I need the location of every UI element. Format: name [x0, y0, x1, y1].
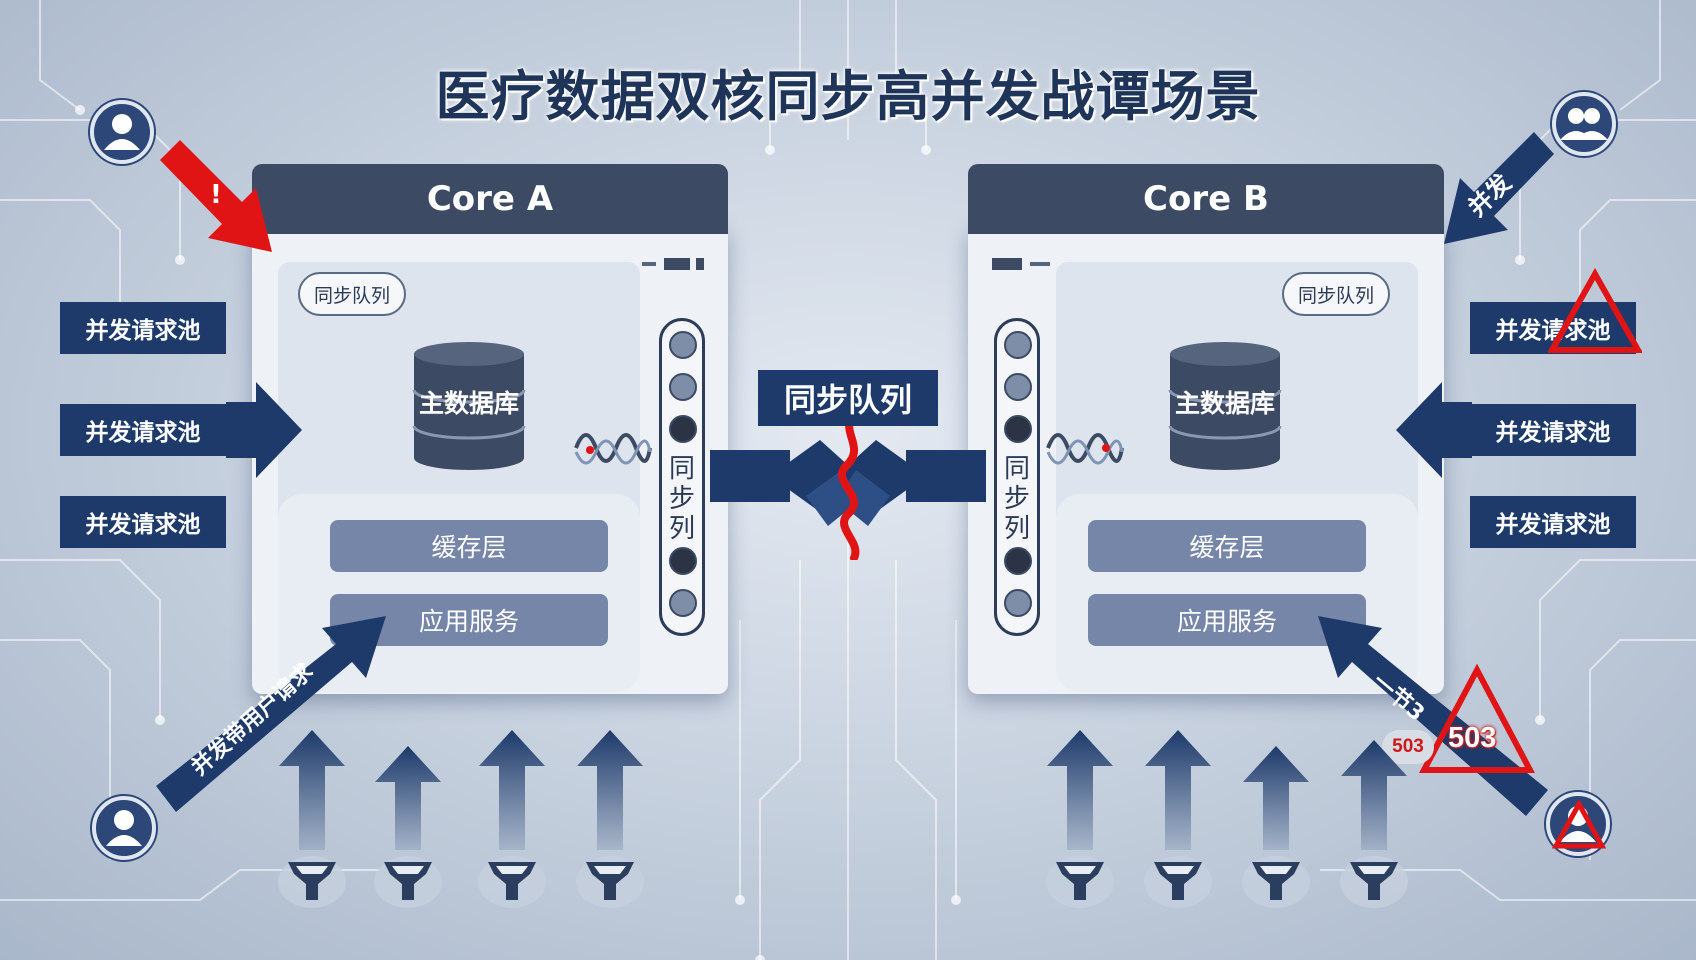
signal-wave-icon: [1046, 433, 1124, 465]
core-b-header: Core B: [968, 164, 1444, 234]
funnel-icon: [1242, 856, 1310, 908]
funnel-icon: [1340, 856, 1408, 908]
upward-request-arrow: [1341, 740, 1407, 850]
queue-slot: [1004, 547, 1032, 575]
upward-request-arrow: [1145, 730, 1211, 850]
right-pool-2: 并发请求池: [1470, 404, 1636, 456]
funnel-icon: [278, 856, 346, 908]
funnel-icon: [478, 856, 546, 908]
alert-mark: !: [210, 180, 222, 210]
core-b-queue-badge: 同步队列: [1282, 272, 1391, 316]
funnel-icon: [1144, 856, 1212, 908]
core-b-cache-layer: 缓存层: [1088, 520, 1366, 572]
funnel-icon: [374, 856, 442, 908]
right-pool-3: 并发请求池: [1470, 496, 1636, 548]
incoming-arrow-bottom-right: [1318, 616, 1548, 816]
left-pool-3: 并发请求池: [60, 496, 226, 548]
queue-slot: [669, 547, 697, 575]
user-avatar-bottom-left: [92, 796, 156, 860]
warning-triangle-icon: [1552, 800, 1606, 849]
core-b-database-label: 主数据库: [1174, 389, 1275, 418]
page-title: 医疗数据双核同步高并发战谭场景: [435, 65, 1261, 128]
queue-slot: [1004, 331, 1032, 359]
user-avatar-top-right: [1552, 92, 1616, 156]
upward-request-arrow: [577, 730, 643, 850]
queue-slot: [669, 373, 697, 401]
right-pool-1: 并发请求池: [1470, 302, 1636, 354]
incoming-arrow-bottom-left: [156, 616, 386, 812]
core-b-database-icon: [1168, 342, 1282, 470]
right-pool-arrow: [1396, 382, 1472, 478]
sync-conflict-zigzag: [838, 410, 860, 560]
core-a-menu-icon: [642, 258, 704, 270]
incoming-arrow-top-right: [1444, 132, 1554, 244]
left-pool-1: 并发请求池: [60, 302, 226, 354]
core-a-cache-layer: 缓存层: [330, 520, 608, 572]
queue-slot: [1004, 415, 1032, 443]
upward-request-arrow: [1047, 730, 1113, 850]
upward-request-arrow: [479, 730, 545, 850]
queue-slot: [669, 331, 697, 359]
funnel-icon: [576, 856, 644, 908]
queue-slot: [1004, 589, 1032, 617]
upward-request-arrow: [279, 730, 345, 850]
user-icon: [104, 114, 140, 150]
upward-request-arrow: [375, 746, 441, 850]
error-code-small: 503: [1382, 730, 1434, 764]
signal-wave-icon: [574, 433, 652, 465]
funnel-icon: [1046, 856, 1114, 908]
upward-request-arrow: [1243, 746, 1309, 850]
alert-arrow-icon: [160, 140, 272, 252]
queue-slot: [669, 415, 697, 443]
core-b-panel: Core B 同步队列 主数据库 缓存层 应用服务 同步列: [968, 164, 1444, 694]
core-b-sync-queue: [994, 318, 1040, 636]
core-a-database-label: 主数据库: [418, 389, 519, 418]
core-b-queue-text: 同步列: [1003, 454, 1030, 544]
user-avatar-top-left: [90, 100, 154, 164]
queue-slot: [669, 589, 697, 617]
warning-triangle-icon: [1419, 664, 1535, 773]
error-code-large: 503: [1448, 722, 1497, 754]
users-icon: [1560, 108, 1608, 140]
left-pool-2: 并发请求池: [60, 404, 226, 456]
core-b-menu-icon: [992, 258, 1050, 270]
center-sync-queue-label: 同步队列: [758, 370, 938, 426]
warning-triangle-icon: [1548, 268, 1642, 353]
core-a-sync-queue: [659, 318, 705, 636]
core-a-header: Core A: [252, 164, 728, 234]
core-a-queue-text: 同步列: [668, 454, 695, 544]
queue-slot: [1004, 373, 1032, 401]
core-a-queue-badge: 同步队列: [298, 272, 407, 316]
core-a-database-icon: [412, 342, 526, 470]
user-icon: [106, 810, 142, 846]
left-pool-arrow: [226, 382, 302, 478]
core-a-panel: Core A 同步队列 主数据库 缓存层 应用服务 同步列: [252, 164, 728, 694]
